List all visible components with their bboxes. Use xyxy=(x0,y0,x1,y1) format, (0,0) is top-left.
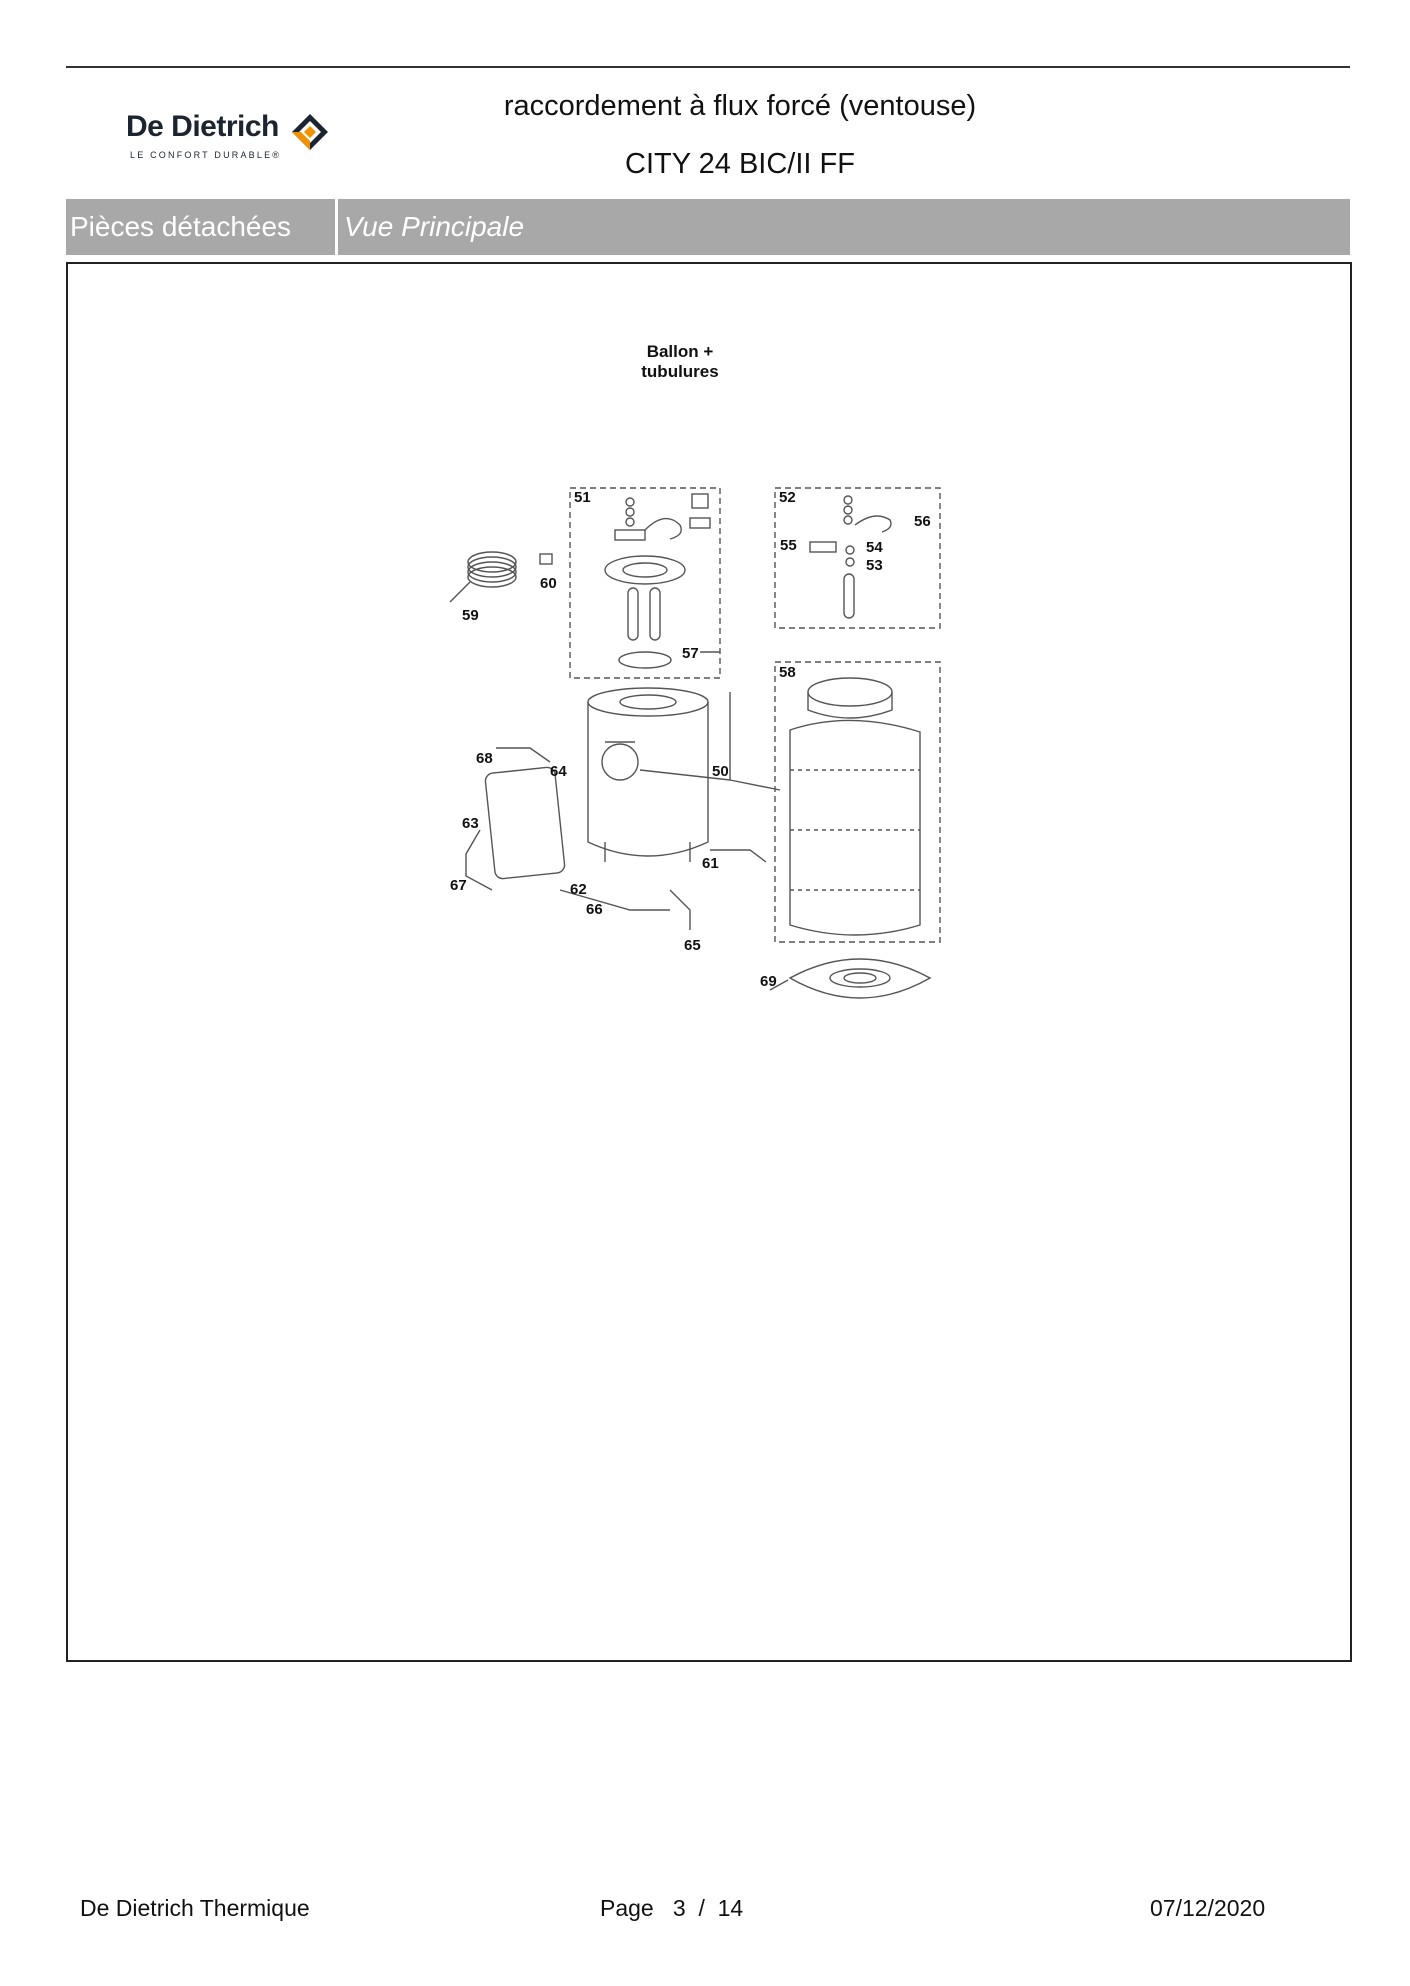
callout-58: 58 xyxy=(779,664,796,681)
brand-tagline: LE CONFORT DURABLE® xyxy=(130,150,282,160)
callout-52: 52 xyxy=(779,489,796,506)
footer-page: Page 3 / 14 xyxy=(600,1895,743,1922)
storage-tank-part xyxy=(587,687,709,862)
callout-51: 51 xyxy=(574,489,591,506)
callout-66: 66 xyxy=(586,901,603,918)
callout-57: 57 xyxy=(682,645,699,662)
footer-date: 07/12/2020 xyxy=(1150,1895,1266,1921)
coil-tube-part xyxy=(449,551,553,603)
footer-company: De Dietrich Thermique xyxy=(80,1895,310,1921)
insulation-jacket-part xyxy=(789,677,921,936)
page-total: 14 xyxy=(717,1895,744,1921)
document-model: CITY 24 BIC/II FF xyxy=(625,148,855,180)
page-label: Page xyxy=(600,1895,654,1921)
page-separator: / xyxy=(698,1895,705,1921)
callout-62: 62 xyxy=(570,881,587,898)
anode-flange-assembly xyxy=(604,493,711,669)
callout-59: 59 xyxy=(462,607,479,624)
group-box-52 xyxy=(774,487,941,629)
callout-63: 63 xyxy=(462,815,479,832)
base-plate-part xyxy=(788,958,932,999)
brand-name: De Dietrich xyxy=(126,110,279,143)
callout-69: 69 xyxy=(760,973,777,990)
expansion-vessel-part xyxy=(465,747,767,930)
callout-65: 65 xyxy=(684,937,701,954)
top-rule xyxy=(66,66,1350,68)
page-current: 3 xyxy=(672,1895,686,1921)
group-box-58 xyxy=(774,661,941,943)
bar-divider xyxy=(335,199,338,255)
part-callouts: 51 52 56 55 54 53 60 59 57 58 50 68 64 6… xyxy=(450,489,931,990)
callout-50: 50 xyxy=(712,763,729,780)
callout-55: 55 xyxy=(780,537,797,554)
document-title: raccordement à flux forcé (ventouse) xyxy=(503,90,977,122)
section-bar: Pièces détachées Vue Principale xyxy=(66,199,1350,255)
view-label: Vue Principale xyxy=(344,211,525,242)
callout-60: 60 xyxy=(540,575,557,592)
group-box-51 xyxy=(569,487,721,679)
callout-67: 67 xyxy=(450,877,467,894)
brand-logo: De Dietrich LE CONFORT DURABLE® xyxy=(126,110,346,170)
callout-54: 54 xyxy=(866,539,883,556)
figure-title: Ballon + tubulures xyxy=(641,342,719,381)
callout-56: 56 xyxy=(914,513,931,530)
anode-kit-assembly xyxy=(809,495,892,619)
callout-64: 64 xyxy=(550,763,567,780)
exploded-parts-diagram: 51 52 56 55 54 53 60 59 57 58 50 68 64 6… xyxy=(449,487,941,999)
drawing-frame xyxy=(66,262,1352,1662)
callout-61: 61 xyxy=(702,855,719,872)
diamond-logo-icon xyxy=(292,114,328,150)
callout-53: 53 xyxy=(866,557,883,574)
callout-68: 68 xyxy=(476,750,493,767)
section-label: Pièces détachées xyxy=(70,211,292,242)
